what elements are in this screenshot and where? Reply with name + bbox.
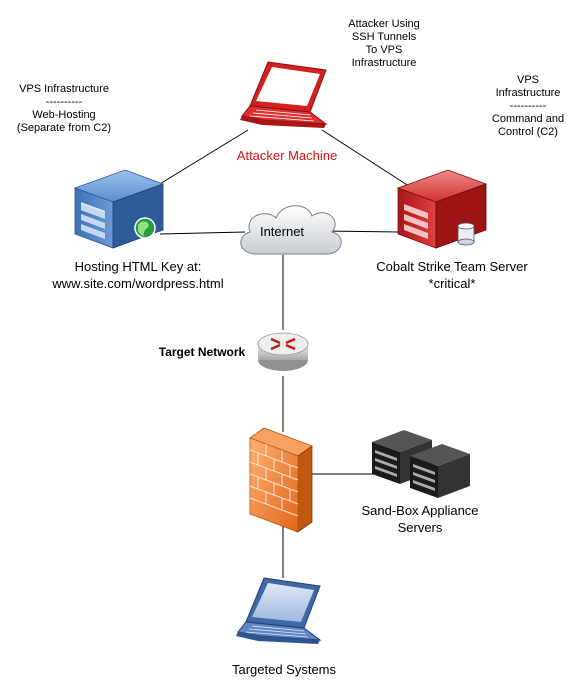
attacker-note: Attacker Using SSH Tunnels To VPS Infras… [348,18,420,69]
line-attacker-c2 [321,129,416,191]
cobalt-label: Cobalt Strike Team Server *critical* [376,259,528,291]
targeted-systems-label: Targeted Systems [231,662,337,677]
blue-laptop-icon [236,577,322,644]
hosting-label: Hosting HTML Key at: www.site.com/wordpr… [52,259,224,291]
blue-server-globe-icon [73,169,165,249]
firewall-icon [249,427,313,533]
attacker-machine-label: Attacker Machine [236,148,338,163]
red-server-database-icon [396,169,488,249]
line-internet-c2 [321,230,401,233]
red-laptop-icon [240,61,328,128]
router-icon [257,332,309,371]
line-web-internet [159,231,246,235]
connection-lines [149,129,416,578]
internet-label: Internet [259,224,305,239]
vps-web-note: VPS Infrastructure ---------- Web-Hostin… [16,83,112,134]
database-icon [457,222,475,246]
vps-c2-note: VPS Infrastructure ---------- Command an… [491,74,565,138]
sandbox-label: Sand-Box Appliance Servers [361,503,479,535]
server-rack-icon [372,430,470,498]
line-attacker-web [149,129,249,191]
target-network-label: Target Network [158,345,246,359]
cloud-icon [240,205,342,255]
